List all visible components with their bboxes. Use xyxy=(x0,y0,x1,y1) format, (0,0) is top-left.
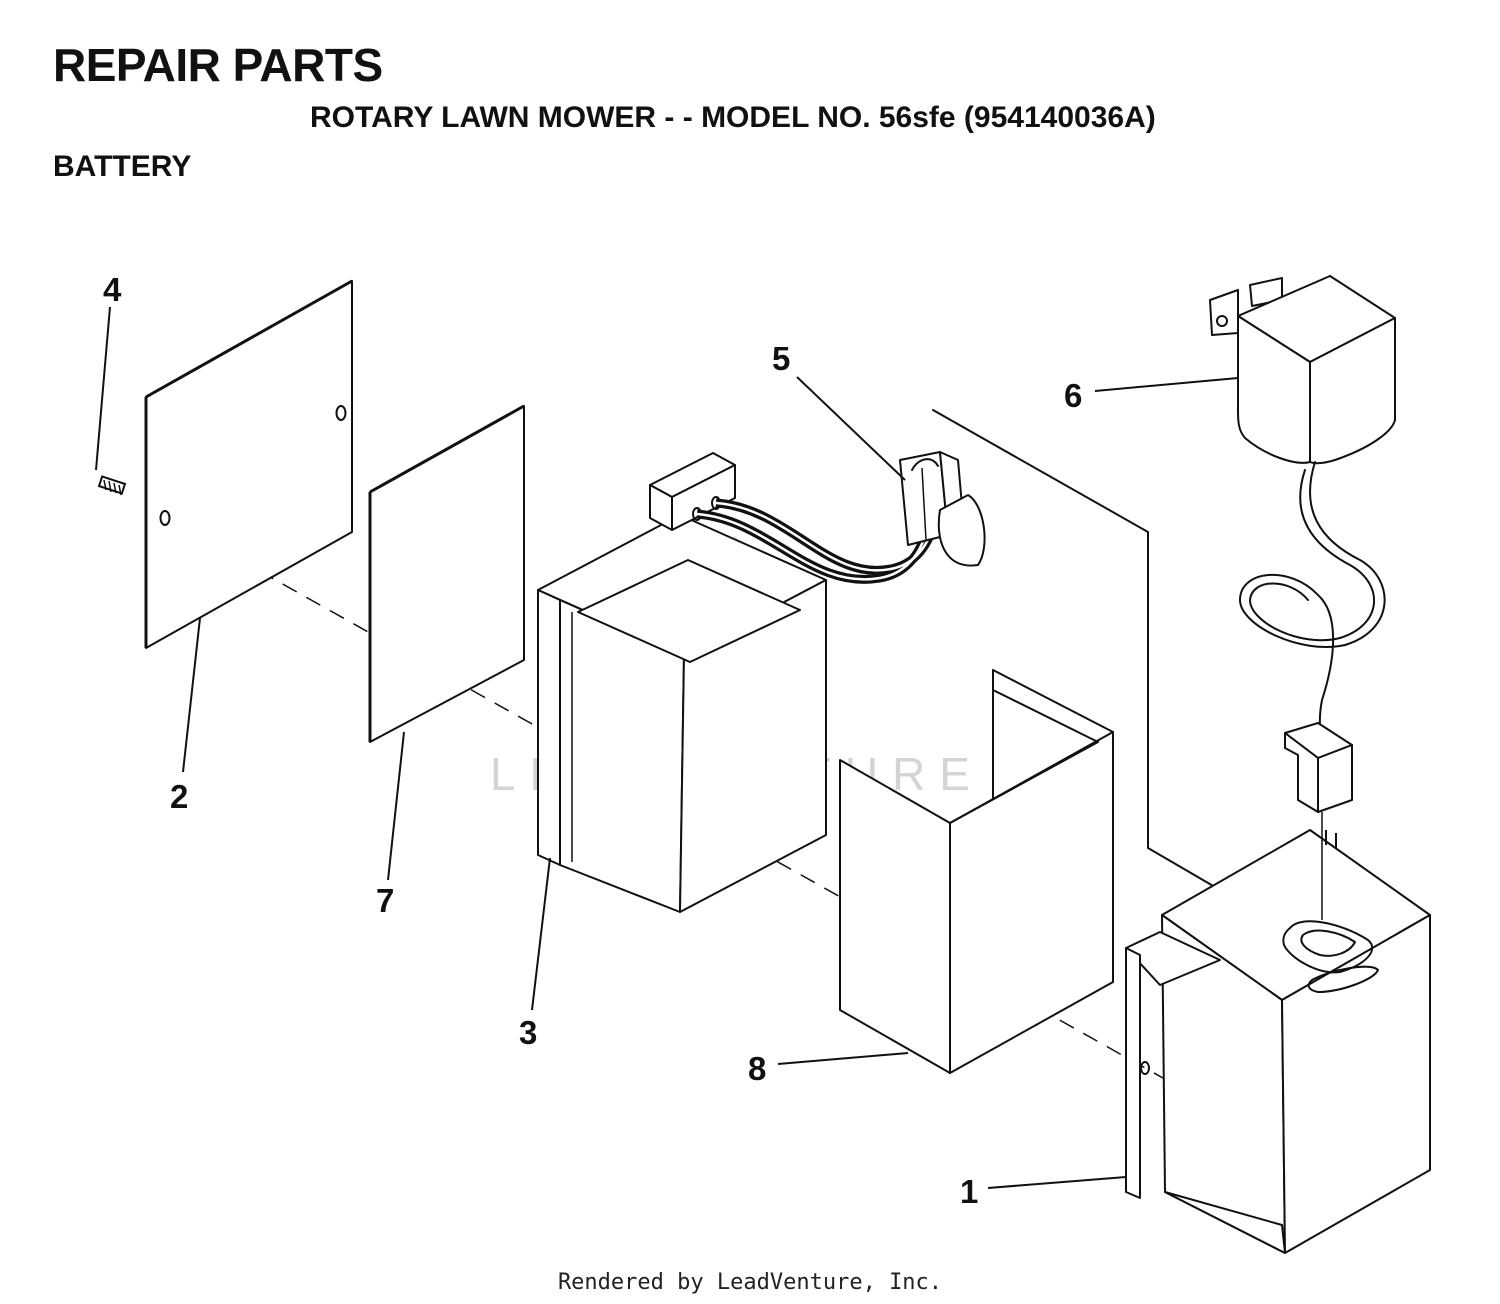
part-4-screw xyxy=(97,475,127,496)
callout-5: 5 xyxy=(772,340,790,377)
callout-6: 6 xyxy=(1064,377,1082,414)
charger-cord xyxy=(1239,461,1386,749)
leader-line-1 xyxy=(987,1176,1127,1189)
leader-line-4 xyxy=(95,306,111,471)
part-8-sleeve xyxy=(839,669,1114,1074)
part-5-connector-clip xyxy=(899,451,986,567)
callout-7: 7 xyxy=(376,882,394,919)
leader-line-8 xyxy=(777,1052,909,1065)
part-3-battery xyxy=(537,452,827,913)
leader-line-6 xyxy=(1094,377,1239,392)
callout-2: 2 xyxy=(170,778,188,815)
charger-cord-loop xyxy=(1249,469,1375,642)
section-heading: BATTERY xyxy=(53,150,192,183)
leader-line-2 xyxy=(182,617,201,773)
leader-line-5 xyxy=(796,376,906,481)
part-7-pad xyxy=(368,404,525,743)
part-6-charger xyxy=(1209,275,1396,465)
callout-3: 3 xyxy=(519,1014,537,1051)
model-subtitle: ROTARY LAWN MOWER - - MODEL NO. 56sfe (9… xyxy=(310,101,1156,134)
leader-line-7 xyxy=(387,731,405,881)
outline-trace-line xyxy=(932,409,1216,888)
footer-credit: Rendered by LeadVenture, Inc. xyxy=(557,1270,943,1295)
charger-plug xyxy=(1284,722,1353,920)
part-2-back-plate xyxy=(144,279,353,649)
leader-line-3 xyxy=(531,857,551,1011)
callout-4: 4 xyxy=(103,271,122,308)
callout-1: 1 xyxy=(960,1173,978,1210)
callout-8: 8 xyxy=(748,1050,766,1087)
part-1-battery-housing xyxy=(1125,829,1431,1254)
page-title: REPAIR PARTS xyxy=(53,39,383,91)
